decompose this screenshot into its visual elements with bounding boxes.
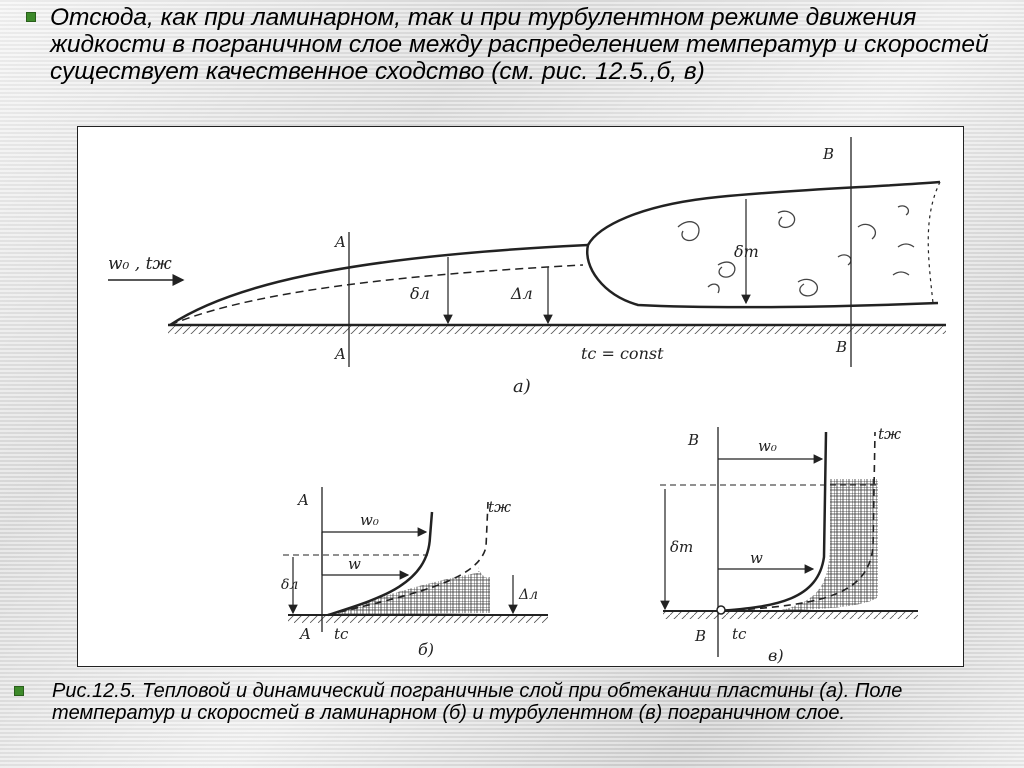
eddies bbox=[677, 205, 915, 297]
panel-b-delta-label: δл bbox=[281, 577, 298, 593]
panel-c-label: в) bbox=[768, 646, 784, 665]
panel-c-section-top: B bbox=[687, 431, 699, 449]
panel-b-section-top: A bbox=[296, 491, 309, 509]
bullet-icon bbox=[14, 686, 24, 696]
section-a-bottom-label: A bbox=[333, 345, 346, 363]
panel-a: w₀ , tж bbox=[108, 137, 946, 397]
Delta-lam-label: Δл bbox=[510, 284, 533, 303]
panel-b-t-liquid: tж bbox=[488, 498, 511, 516]
turbulent-end-edge bbox=[927, 181, 941, 304]
figure-drawing: w₀ , tж bbox=[108, 137, 946, 665]
panel-b-t-wall: tс bbox=[334, 625, 349, 643]
figure-caption: Рис.12.5. Тепловой и динамический погран… bbox=[52, 680, 903, 724]
panel-b-temp-area bbox=[328, 567, 490, 615]
panel-b-w-label: w bbox=[348, 555, 361, 573]
panel-a-label: а) bbox=[513, 376, 531, 397]
panel-b-wall-hatch bbox=[288, 616, 548, 623]
figure-12-5: w₀ , tж bbox=[77, 126, 964, 667]
panel-c-w0-label: w₀ bbox=[758, 437, 777, 455]
section-a-top-label: A bbox=[333, 233, 346, 251]
bullet-icon bbox=[26, 12, 36, 22]
thermal-boundary bbox=[169, 264, 584, 326]
panel-b-velocity-profile bbox=[327, 511, 434, 617]
turbulent-sublayer bbox=[585, 244, 939, 309]
wall-temp-label: tс = const bbox=[581, 344, 664, 363]
turbulent-top-boundary bbox=[586, 180, 941, 246]
panel-c-temp-area bbox=[778, 479, 878, 611]
panel-c-t-wall: tс bbox=[732, 625, 747, 643]
panel-c-wall-hatch bbox=[663, 612, 918, 619]
panel-b: A A w₀ w tж δл Δл tс б) bbox=[281, 487, 548, 659]
panel-b-section-bottom: A bbox=[298, 625, 311, 643]
laminar-boundary bbox=[169, 243, 589, 327]
panel-b-Delta-label: Δл bbox=[518, 587, 538, 603]
panel-b-w0-label: w₀ bbox=[360, 511, 379, 529]
panel-c: B B w₀ w δт tж tс в) bbox=[660, 425, 918, 665]
flow-label: w₀ , tж bbox=[108, 254, 172, 274]
panel-c-section-bottom: B bbox=[694, 627, 706, 645]
section-b-top-label: B bbox=[822, 145, 834, 163]
delta-turb-label: δт bbox=[734, 242, 759, 261]
plate-hatch bbox=[168, 326, 946, 334]
panel-c-wall-point bbox=[716, 605, 726, 615]
panel-c-delta-label: δт bbox=[670, 538, 693, 556]
panel-c-t-liquid: tж bbox=[878, 425, 901, 443]
delta-lam-label: δл bbox=[410, 284, 430, 303]
panel-c-temp-profile bbox=[723, 431, 876, 612]
section-b-bottom-label: B bbox=[835, 338, 847, 356]
panel-c-w-label: w bbox=[750, 549, 763, 567]
intro-paragraph: Отсюда, как при ламинарном, так и при ту… bbox=[50, 4, 989, 85]
panel-b-label: б) bbox=[418, 640, 434, 659]
panel-b-temp-profile bbox=[327, 501, 489, 616]
